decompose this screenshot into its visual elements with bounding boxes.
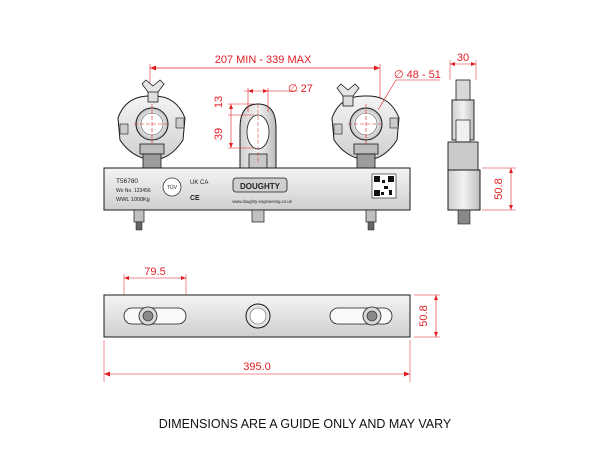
side-height-label: 50.8 [493,178,505,199]
eye-gap-label: 13 [213,96,225,108]
ukca-mark: UK CA [190,180,208,186]
eye-dimensions: ∅ 27 13 39 [213,83,313,162]
plate-website: www.doughty-engineering.co.uk [232,199,292,204]
clamp-range-dimension: ∅ 48 - 51 [377,69,441,111]
tuv-badge-icon [162,177,182,197]
plan-view: 79.5 50.8 395.0 [103,266,440,382]
right-clamp-axes [348,104,384,144]
clamp-offset-label: 79.5 [144,266,165,278]
eye-height-label: 39 [213,128,225,140]
left-clamp-axes [134,104,170,144]
tuv-badge: TÜV [167,184,178,191]
width-range-label: 207 MIN - 339 MAX [215,54,312,66]
ce-mark: CE [190,195,200,202]
doughty-logo-icon [232,177,288,193]
right-clamp [331,83,400,169]
brand-logo-text: DOUGHTY [240,182,281,191]
side-view: 30 50.8 [447,52,516,225]
disclaimer-note: DIMENSIONS ARE A GUIDE ONLY AND MAY VARY [159,417,452,431]
overall-length-label: 395.0 [243,361,271,373]
plate-wo-no: Wo No. 123456 [116,188,151,194]
width-range-dimension: 207 MIN - 339 MAX [149,54,381,118]
plate-front: T56780 Wo No. 123456 WWL 1000Kg TÜV UK C… [103,167,411,231]
qr-code-icon [371,173,397,199]
front-height-label: 50.8 [418,305,430,326]
clamp-range-label: ∅ 48 - 51 [394,69,441,81]
hole-diameter-label: ∅ 27 [288,83,313,95]
left-clamp [117,79,186,169]
plate-model: T56780 [116,178,138,185]
plate-wwl: WWL 1000Kg [116,197,150,203]
side-depth-label: 30 [457,52,469,64]
